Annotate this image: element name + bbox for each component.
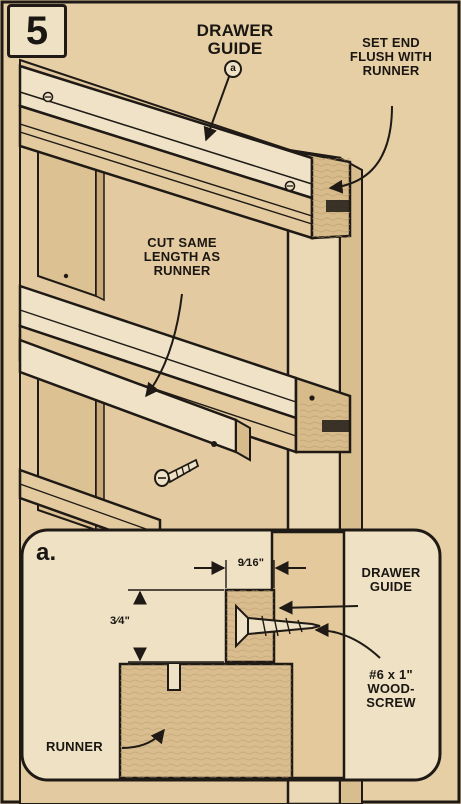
step-number-badge: 5 xyxy=(7,4,67,58)
detail-screw-callout: #6 x 1" WOOD- SCREW xyxy=(366,667,416,711)
cut-same-callout: CUT SAME LENGTH AS RUNNER xyxy=(143,235,221,279)
drawer-guide-callout: DRAWER GUIDE xyxy=(196,21,274,59)
detail-drawer-guide-callout: DRAWER GUIDE xyxy=(361,565,421,595)
detail-screw-leader xyxy=(314,623,381,659)
wood-screw-main xyxy=(154,458,200,487)
drawer-guide-leader xyxy=(203,73,231,142)
detail-reference-circle: a xyxy=(224,60,242,78)
detail-runner-leader xyxy=(121,728,165,749)
detail-wood-screw xyxy=(235,603,321,649)
detail-guide-leader xyxy=(278,600,359,615)
set-end-leader xyxy=(328,105,393,194)
set-end-callout: SET END FLUSH WITH RUNNER xyxy=(349,35,433,79)
dim-guide-height: 3⁄4" xyxy=(109,615,131,627)
dim-guide-thickness: 9⁄16" xyxy=(237,557,265,569)
cut-same-leader xyxy=(145,293,183,398)
detail-a-label: a. xyxy=(36,539,57,566)
detail-runner-callout: RUNNER xyxy=(46,739,103,754)
